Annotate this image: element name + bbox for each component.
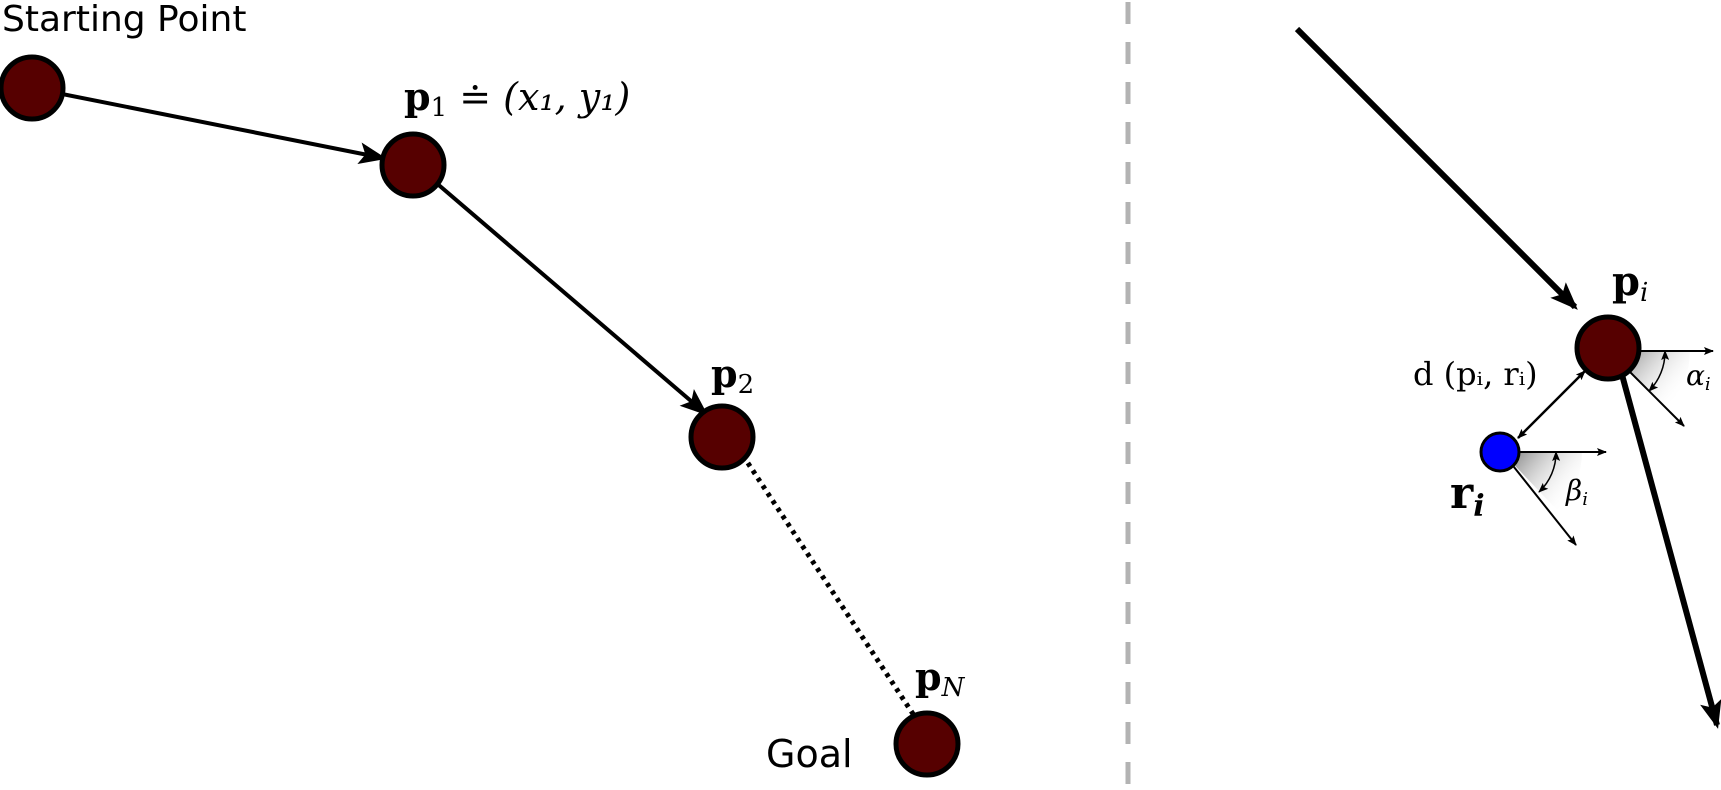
distance-label: d (pᵢ, rᵢ) [1413, 355, 1538, 393]
beta-heading-ray [1501, 451, 1577, 546]
alpha-label: αi [1686, 359, 1711, 395]
distance-double-arrow [1517, 370, 1586, 439]
path-segment-p1-p2 [411, 161, 709, 416]
p1-label: p1 ≐ (x₁, y₁) [404, 74, 630, 123]
path-segment-start-p1 [31, 86, 387, 165]
waypoint-p1 [379, 131, 447, 199]
waypoint-p2 [688, 403, 756, 471]
pN-label: pN [915, 654, 966, 703]
path-segment-p2-pN-dotted [735, 446, 918, 719]
start-waypoint [0, 54, 66, 122]
ri-label: ri [1450, 468, 1485, 524]
pi-label: pi [1612, 258, 1648, 308]
waypoint-pi [1574, 314, 1642, 382]
alpha-angle-arc [1648, 350, 1670, 392]
incoming-path-arrow [1294, 26, 1578, 310]
goal-label: Goal [766, 732, 853, 776]
waypoint-pN [893, 710, 961, 778]
p2-label: p2 [711, 351, 754, 400]
beta-label: βi [1565, 474, 1588, 510]
robot-ri [1479, 431, 1521, 473]
start-label: Starting Point [2, 0, 246, 40]
outgoing-path-arrow [1615, 359, 1721, 729]
beta-angle-arc [1538, 451, 1561, 493]
